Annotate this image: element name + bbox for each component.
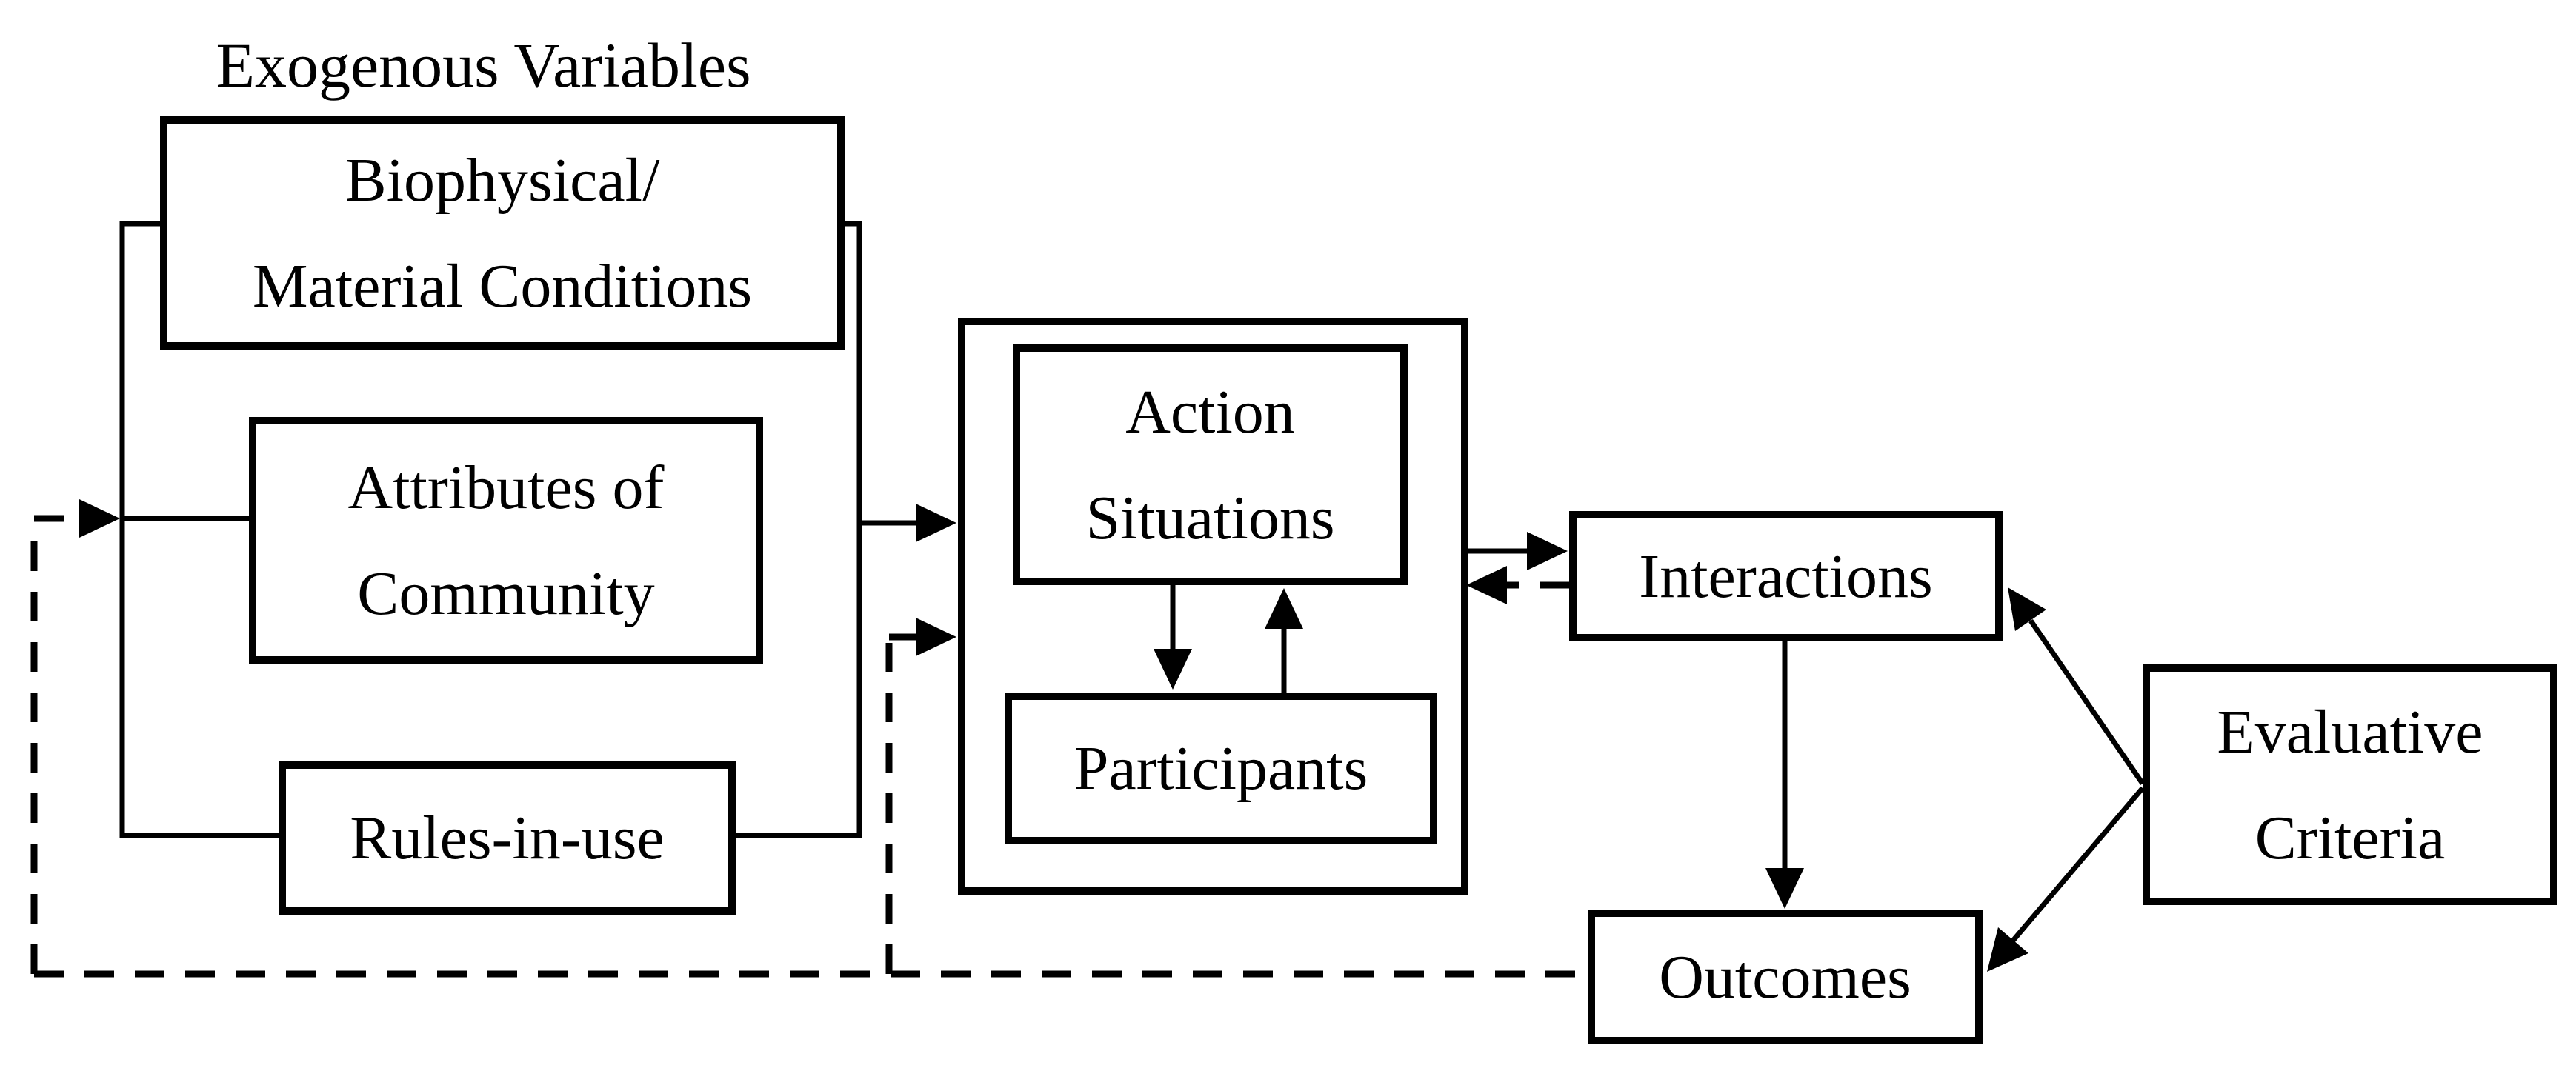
box-participants: Participants (1005, 693, 1437, 844)
feedback-to-exogenous-arrowhead (79, 499, 120, 538)
evaluative-label-line1: Evaluative (2217, 697, 2483, 767)
feedback-to-arena-arrowhead (916, 618, 956, 656)
interactions-to-outcomes-arrowhead (1765, 868, 1804, 909)
evaluative-to-outcomes-arrowhead (1987, 927, 2028, 972)
box-action-situations: Action Situations (1013, 344, 1408, 585)
right-bracket-line (736, 221, 862, 838)
attributes-label-line2: Community (357, 558, 655, 628)
exogenous-to-arena-arrowhead (916, 504, 956, 542)
action-situations-label-line2: Situations (1085, 483, 1335, 553)
situations-to-participants-arrowhead (1154, 649, 1192, 690)
participants-label: Participants (1074, 734, 1368, 803)
interactions-label: Interactions (1639, 541, 1933, 611)
evaluative-label-line2: Criteria (2254, 803, 2446, 873)
rules-label: Rules-in-use (350, 804, 665, 873)
box-interactions: Interactions (1569, 511, 2003, 641)
feedback-to-arena-dashed-line (885, 633, 919, 974)
interactions-feedback-arrowhead (1466, 566, 1507, 604)
outcomes-label: Outcomes (1659, 942, 1911, 1012)
evaluative-to-outcomes-arrow-line (2011, 786, 2145, 943)
action-situations-label-line1: Action (1125, 377, 1295, 447)
box-biophysical-material-conditions: Biophysical/ Material Conditions (160, 116, 845, 350)
attributes-label-line1: Attributes of (347, 453, 665, 522)
arena-to-interactions-arrowhead (1527, 532, 1568, 570)
participants-to-situations-arrowhead (1265, 588, 1303, 629)
action-arena-container (958, 318, 1468, 895)
exogenous-variables-title: Exogenous Variables (216, 30, 751, 101)
box-rules-in-use: Rules-in-use (279, 761, 736, 915)
feedback-to-exogenous-dashed-line (30, 515, 83, 974)
box-evaluative-criteria: Evaluative Criteria (2143, 664, 2557, 905)
left-bracket-line (119, 221, 279, 838)
biophysical-label-line1: Biophysical/ (345, 145, 660, 215)
evaluative-to-interactions-arrow-line (2028, 619, 2145, 785)
biophysical-label-line2: Material Conditions (252, 251, 753, 321)
box-outcomes: Outcomes (1588, 910, 1983, 1044)
evaluative-to-interactions-arrowhead (2008, 587, 2046, 631)
box-attributes-of-community: Attributes of Community (249, 417, 763, 664)
